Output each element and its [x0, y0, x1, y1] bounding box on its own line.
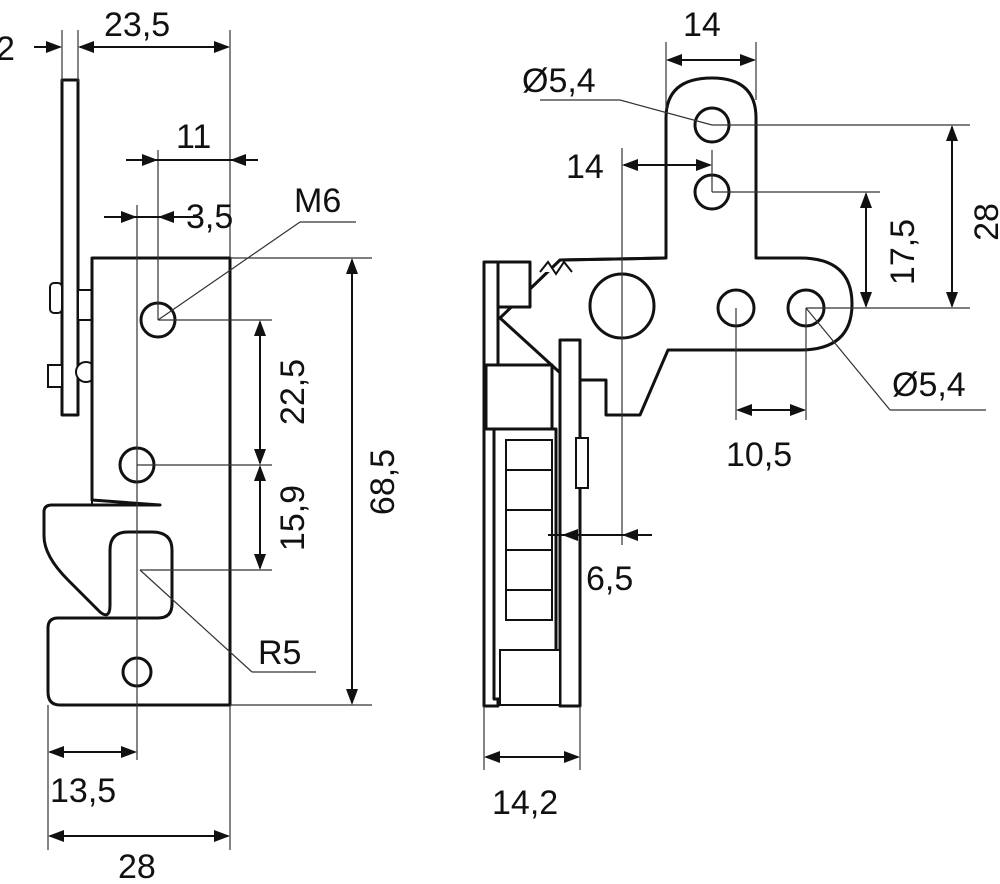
- label-thread: M6: [294, 182, 341, 220]
- side-inner-channel: [505, 439, 553, 621]
- label-hole-spacing-horizontal: 10,5: [726, 436, 792, 474]
- side-view: 14 Ø5,4 14 17,5 28 Ø5,4 10,5 6,5 14,2: [482, 6, 1000, 822]
- label-overall-height: 68,5: [364, 449, 402, 515]
- label-body-depth: 14,2: [492, 784, 558, 822]
- side-rivet: [575, 437, 589, 489]
- dim-hole-to-slot: [254, 465, 266, 570]
- label-lever-width: 14: [683, 6, 721, 44]
- leader-r5: [139, 569, 253, 673]
- label-edge-offset: 3,5: [186, 198, 233, 236]
- dim-bottom-hole-offset: [48, 746, 137, 758]
- dim-overall-width: [48, 830, 230, 842]
- plate-tab: [47, 364, 63, 388]
- dim-edge-offset: [104, 211, 200, 223]
- label-hole-spacing-vertical: 17,5: [884, 219, 922, 285]
- lever-plate: [498, 76, 854, 417]
- side-housing-top: [484, 363, 554, 431]
- leader-top-dia: [619, 99, 713, 126]
- label-bottom-hole-offset: 13,5: [50, 772, 116, 810]
- lever-edge: [559, 256, 667, 262]
- dim-hole-spacing: [254, 320, 266, 465]
- label-plate-thickness: 2: [0, 30, 15, 68]
- dim-overall-height: [346, 258, 358, 705]
- label-pivot-to-plate: 6,5: [586, 560, 633, 598]
- label-slot-radius: R5: [258, 634, 301, 672]
- dim-pivot-to-plate: [548, 529, 652, 541]
- screw-boss: [49, 282, 63, 314]
- label-hole-spacing: 22,5: [274, 359, 312, 425]
- side-base: [499, 649, 561, 706]
- dim-pivot-offset: [622, 159, 712, 171]
- front-view: 2 23,5 11 3,5 M6 22,5 15,9 68,5 R5 13,5 …: [0, 6, 402, 884]
- dim-body-depth: [484, 751, 580, 763]
- side-nut: [496, 260, 532, 309]
- label-plate-to-edge: 23,5: [104, 6, 170, 44]
- dim-lever-width: [666, 54, 756, 66]
- dim-lever-height: [946, 125, 958, 308]
- label-right-hole-dia: Ø5,4: [892, 366, 966, 404]
- label-lever-height: 28: [968, 203, 1000, 241]
- spring: [539, 260, 573, 276]
- dim-hole-offset: [126, 154, 258, 166]
- mounting-plate: [60, 78, 80, 417]
- dim-hole-spacing-horizontal: [736, 404, 806, 416]
- label-pivot-offset: 14: [566, 148, 604, 186]
- label-overall-width: 28: [118, 848, 156, 884]
- label-hole-offset: 11: [176, 118, 211, 156]
- side-plate-right: [558, 338, 582, 708]
- leader-m6: [157, 221, 301, 321]
- leader-right-dia: [805, 307, 891, 411]
- dim-plate-to-edge: [80, 41, 230, 53]
- label-top-hole-dia: Ø5,4: [522, 62, 596, 100]
- label-hole-to-slot: 15,9: [274, 485, 312, 551]
- dim-hole-spacing-vertical: [860, 192, 872, 308]
